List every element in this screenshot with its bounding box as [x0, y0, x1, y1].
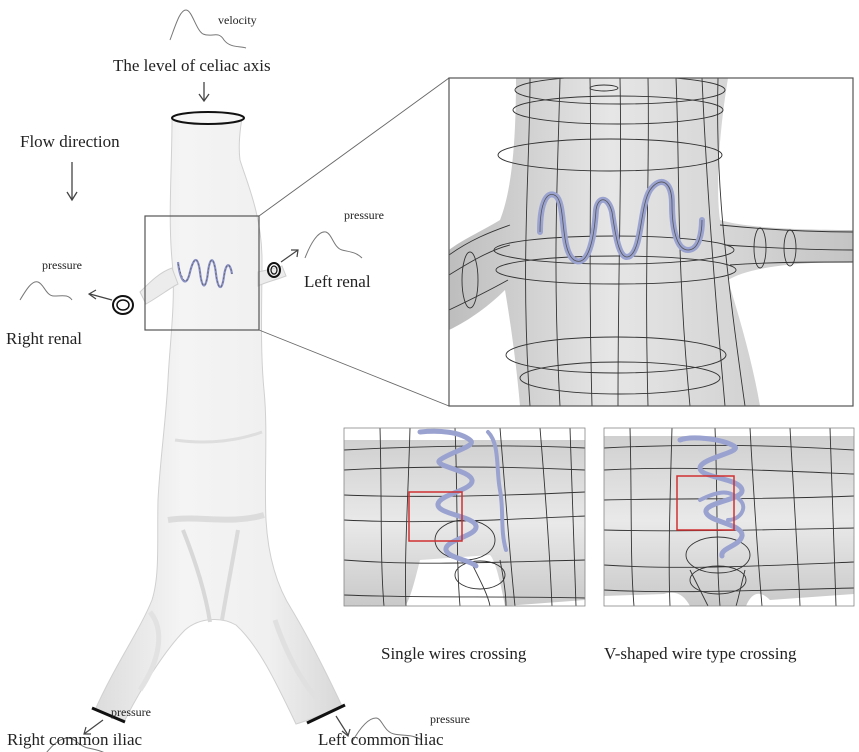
right-renal-pressure-label: pressure — [42, 259, 82, 271]
right-renal-label: Right renal — [6, 330, 82, 347]
zoom-panel-main — [449, 76, 853, 406]
left-renal-label: Left renal — [304, 273, 371, 290]
flow-direction-label: Flow direction — [20, 133, 120, 150]
right-iliac-pressure-label: pressure — [111, 706, 151, 718]
single-wires-caption: Single wires crossing — [381, 645, 526, 662]
celiac-inlet-ring — [172, 112, 244, 124]
velocity-label: velocity — [218, 14, 257, 26]
v-shaped-panel — [604, 428, 854, 606]
right-renal-ring — [113, 296, 133, 314]
right-common-iliac-label: Right common iliac — [7, 731, 142, 748]
celiac-level-label: The level of celiac axis — [113, 57, 271, 74]
aorta-model — [92, 112, 345, 724]
v-shaped-caption: V-shaped wire type crossing — [604, 645, 796, 662]
right-renal-pressure-waveform — [20, 282, 72, 300]
left-renal-pressure-waveform — [305, 232, 362, 258]
single-wires-panel — [344, 428, 585, 606]
left-renal-arrow — [281, 250, 298, 262]
left-renal-pressure-label: pressure — [344, 209, 384, 221]
left-iliac-pressure-label: pressure — [430, 713, 470, 725]
left-common-iliac-label: Left common iliac — [318, 731, 444, 748]
